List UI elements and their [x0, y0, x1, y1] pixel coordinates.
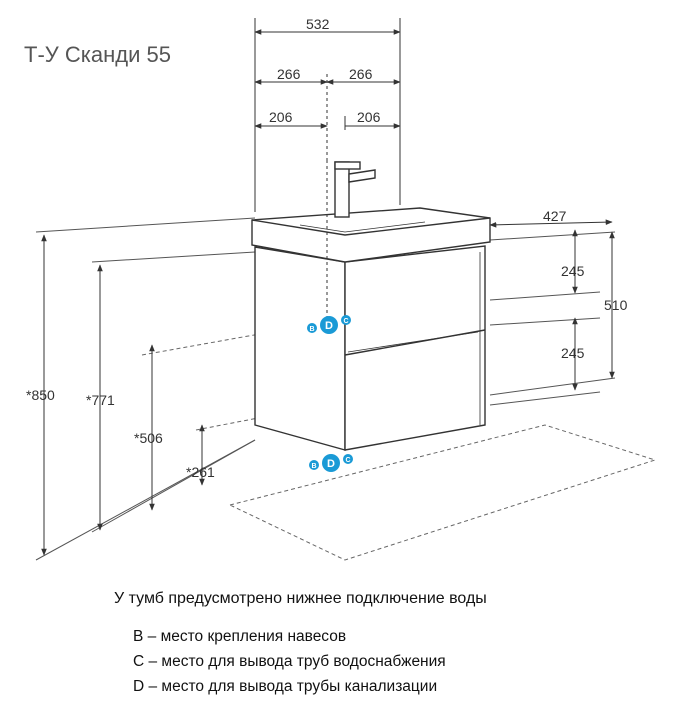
note-item-c: С – место для вывода труб водоснабжения [133, 653, 446, 670]
dim-half-left: 266 [277, 66, 301, 82]
marker-b-lower [309, 460, 319, 470]
dim-height-mid: *506 [134, 430, 163, 446]
dim-height-total: *850 [26, 387, 55, 403]
marker-d-lower-label: D [327, 458, 335, 470]
dim-depth: 427 [543, 208, 567, 224]
dim-height-low: *261 [186, 464, 215, 480]
marker-c-upper-label: C [343, 318, 348, 325]
wall-lines [35, 217, 616, 561]
faucet [334, 161, 376, 218]
marker-d-lower [322, 454, 340, 472]
dim-height-top: *771 [86, 392, 115, 408]
dim-width-total: 532 [306, 16, 330, 32]
marker-d-upper-label: D [325, 320, 333, 332]
cabinet-body [254, 245, 486, 451]
marker-d-upper [320, 316, 338, 334]
dimension-lines [41, 18, 615, 556]
basin [251, 207, 491, 263]
dim-lower-drawer: 245 [561, 345, 585, 361]
marker-c-lower-label: C [345, 457, 350, 464]
drawing-title: Т-У Сканди 55 [24, 42, 171, 67]
dim-offset-right: 206 [357, 109, 381, 125]
note-item-d: D – место для вывода трубы канализации [133, 678, 438, 695]
marker-c-upper [341, 315, 351, 325]
dim-cabinet-height: 510 [604, 297, 628, 313]
markers-lower: B D C [309, 454, 353, 472]
note-item-b: В – место крепления навесов [133, 628, 347, 645]
marker-b-upper [307, 323, 317, 333]
dimension-values: 532 266 266 206 206 427 245 245 510 *850… [26, 16, 628, 480]
marker-c-lower [343, 454, 353, 464]
dim-offset-left: 206 [269, 109, 293, 125]
dim-half-right: 266 [349, 66, 373, 82]
marker-b-upper-label: B [309, 326, 314, 333]
marker-b-lower-label: B [311, 463, 316, 470]
dim-upper-drawer: 245 [561, 263, 585, 279]
markers-upper: B D C [307, 315, 351, 334]
note-main: У тумб предусмотрено нижнее подключение … [114, 590, 487, 607]
